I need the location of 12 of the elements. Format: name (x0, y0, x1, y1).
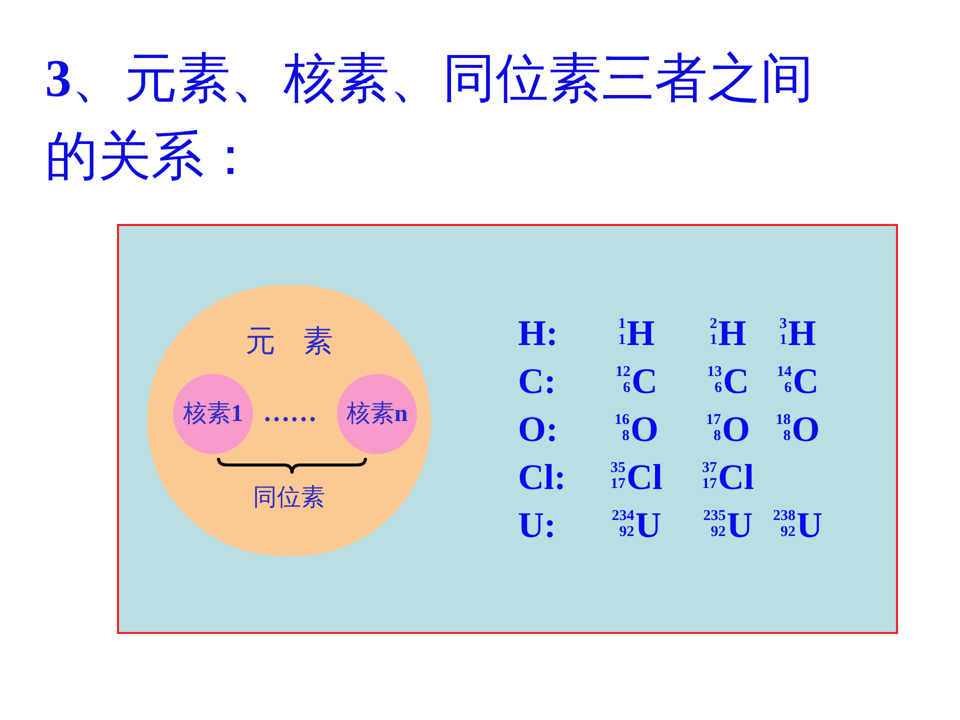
element-symbol: O: (518, 409, 559, 449)
title: 3、元素、核素、同位素三者之间的关系： (45, 49, 814, 188)
element-symbol: C: (518, 361, 557, 401)
ellipsis-dots: …… (263, 397, 317, 427)
circle-label: 核素n (346, 400, 408, 428)
circle-label: 核素1 (183, 400, 243, 428)
element-symbol: Cl: (518, 457, 567, 497)
element-symbol: H: (518, 313, 559, 353)
bracket-label: 同位素 (253, 484, 325, 512)
bordered-panel (117, 224, 898, 634)
element-symbol: U: (518, 505, 557, 545)
circle-title: 元 素 (245, 325, 333, 359)
